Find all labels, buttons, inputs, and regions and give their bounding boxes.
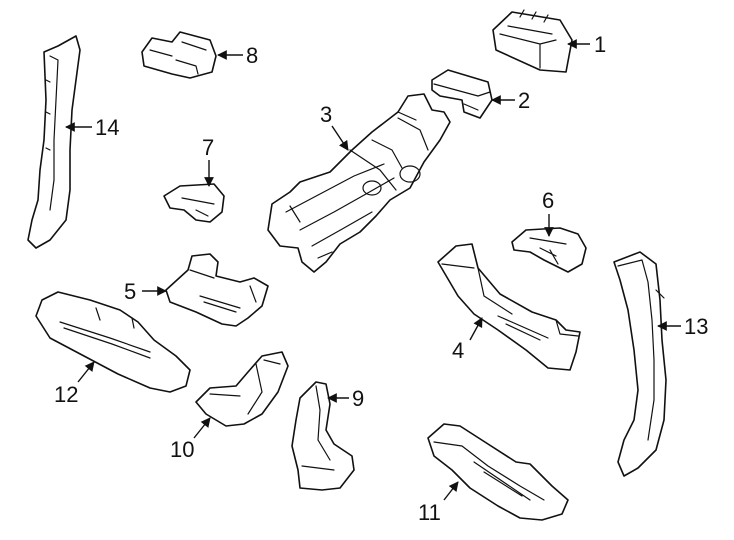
callout-7: 7 (202, 135, 214, 160)
part-12-front-floor-duct (35, 291, 191, 393)
callout-4: 4 (452, 338, 464, 363)
callout-1: 1 (594, 32, 606, 57)
callout-3: 3 (320, 102, 332, 127)
callout-10: 10 (170, 437, 194, 462)
part-6-bracket (511, 227, 587, 273)
leader-10 (193, 417, 211, 439)
leader-4 (469, 317, 483, 341)
part-5-duct (165, 253, 269, 327)
part-11-rear-floor-duct (427, 423, 569, 521)
part-2-connector (431, 69, 493, 119)
part-7-duct-piece (163, 183, 225, 223)
part-9-rear-duct (291, 381, 355, 491)
callout-labels: 1 2 3 4 5 6 7 8 9 10 11 12 13 14 (54, 32, 708, 525)
part-14-vertical-duct (27, 35, 81, 249)
callout-13: 13 (684, 314, 708, 339)
leader-11 (443, 481, 459, 501)
callout-14: 14 (95, 115, 119, 140)
callout-5: 5 (124, 279, 136, 304)
part-1-duct-outlet (492, 9, 573, 73)
part-4-floor-duct (437, 243, 581, 371)
callout-6: 6 (542, 188, 554, 213)
part-8-connector (141, 31, 217, 79)
leader-12 (77, 361, 95, 383)
callout-11: 11 (418, 500, 441, 525)
leader-3 (331, 125, 349, 151)
callout-9: 9 (352, 386, 364, 411)
part-3-main-housing (267, 93, 451, 273)
part-10-outlet-duct (195, 351, 289, 427)
part-13-vertical-duct (613, 251, 667, 477)
callout-8: 8 (246, 43, 258, 68)
callout-12: 12 (54, 382, 78, 407)
leader-lines (65, 39, 681, 501)
callout-2: 2 (518, 88, 530, 113)
